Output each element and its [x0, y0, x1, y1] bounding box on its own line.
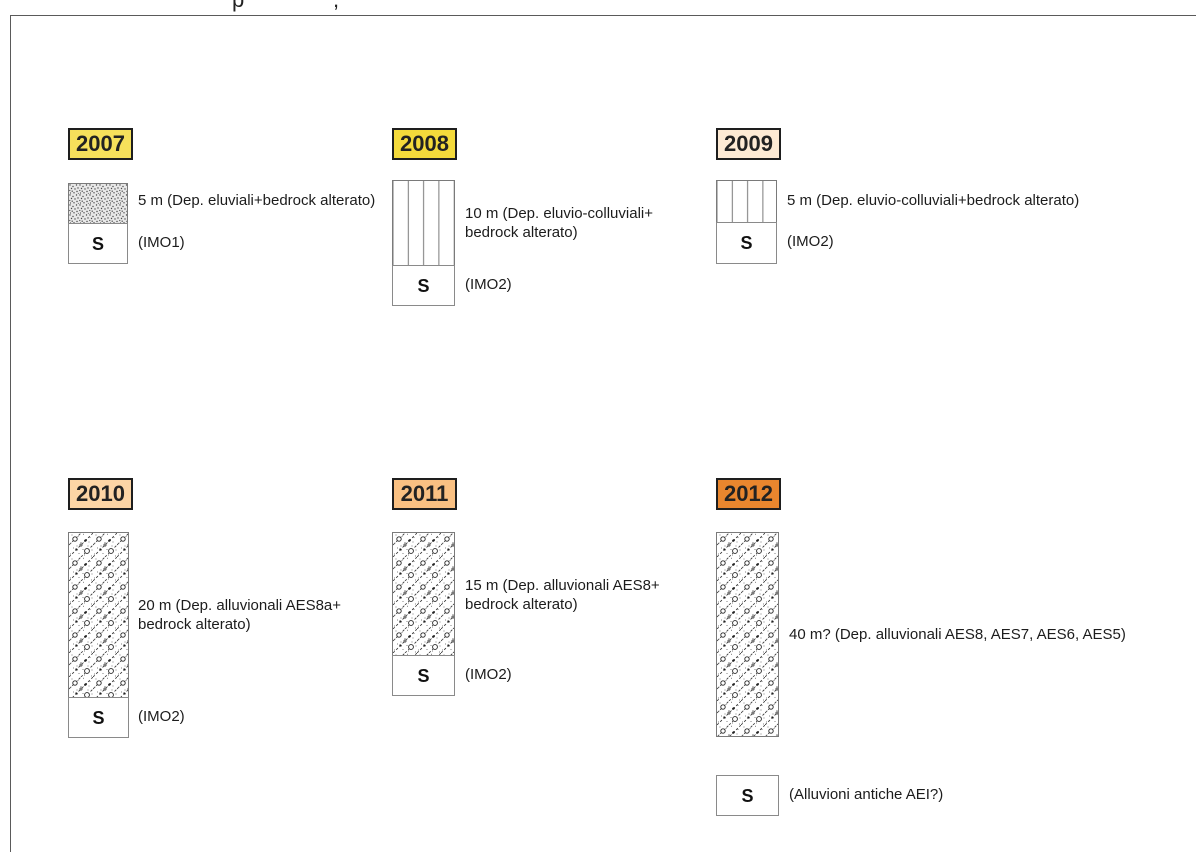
substrate-box: S: [716, 775, 779, 816]
frame-top-border: [10, 15, 1196, 16]
stratum-description: 40 m? (Dep. alluvionali AES8, AES7, AES6…: [789, 626, 1126, 643]
stratum-pattern: [393, 181, 454, 265]
substrate-box: S: [392, 265, 455, 306]
stratum-column: [716, 180, 777, 223]
stratum-pattern: [69, 533, 128, 697]
stratum-description: 5 m (Dep. eluvio-colluviali+bedrock alte…: [787, 192, 1080, 209]
stratum-column: [68, 183, 128, 224]
substrate-box: S: [716, 222, 777, 264]
substrate-description: (IMO1): [138, 234, 185, 251]
stratum-fill: [393, 181, 454, 265]
substrate-box: S: [68, 697, 129, 738]
stratum-description: 15 m (Dep. alluvionali AES8+ bedrock alt…: [465, 576, 660, 614]
year-label: 2012: [716, 478, 781, 510]
stratum-description: 20 m (Dep. alluvionali AES8a+ bedrock al…: [138, 596, 341, 634]
substrate-box: S: [68, 223, 128, 264]
substrate-box: S: [392, 655, 455, 696]
substrate-label: S: [92, 707, 105, 728]
stratum-pattern: [393, 533, 454, 655]
substrate-label: S: [91, 233, 104, 254]
cropped-heading-fragment: ,: [333, 0, 339, 11]
year-label: 2008: [392, 128, 457, 160]
year-label: 2010: [68, 478, 133, 510]
stratum-pattern: [717, 533, 778, 736]
stratum-description-line: 20 m (Dep. alluvionali AES8a+: [138, 597, 342, 614]
stratum-description: 10 m (Dep. eluvio-colluviali+ bedrock al…: [465, 204, 653, 242]
stratum-description-line: 15 m (Dep. alluvionali AES8+: [465, 577, 660, 594]
stratum-fill: [393, 533, 454, 655]
substrate-description: (IMO2): [138, 708, 185, 725]
substrate-label: S: [740, 233, 753, 253]
substrate-description: (IMO2): [787, 233, 834, 250]
stratum-fill: [69, 184, 127, 223]
stratum-description-line: bedrock alterato): [465, 224, 578, 241]
stratum-column: [716, 532, 779, 737]
substrate-description: (Alluvioni antiche AEI?): [789, 786, 944, 803]
stratum-column: [392, 532, 455, 656]
substrate-description: (IMO2): [465, 666, 512, 683]
stratum-description-line: 10 m (Dep. eluvio-colluviali+: [465, 205, 653, 222]
stratum-pattern: [717, 181, 776, 222]
substrate-label: S: [741, 785, 754, 806]
stratum-description-line: bedrock alterato): [465, 596, 578, 613]
year-label: 2011: [392, 478, 457, 510]
stratum-description-line: bedrock alterato): [138, 616, 251, 633]
stratum-fill: [717, 533, 778, 736]
substrate-label: S: [417, 665, 430, 686]
substrate-description: (IMO2): [465, 276, 512, 293]
substrate-label: S: [417, 275, 430, 296]
frame-left-border: [10, 15, 11, 852]
cropped-heading-fragment: p: [232, 0, 244, 11]
year-label: 2009: [716, 128, 781, 160]
stratum-fill: [69, 533, 128, 697]
stratum-pattern: [69, 184, 127, 223]
stratum-column: [392, 180, 455, 266]
stratum-description: 5 m (Dep. eluviali+bedrock alterato): [138, 192, 376, 209]
year-label: 2007: [68, 128, 133, 160]
stratum-column: [68, 532, 129, 698]
stratum-fill: [717, 181, 776, 222]
